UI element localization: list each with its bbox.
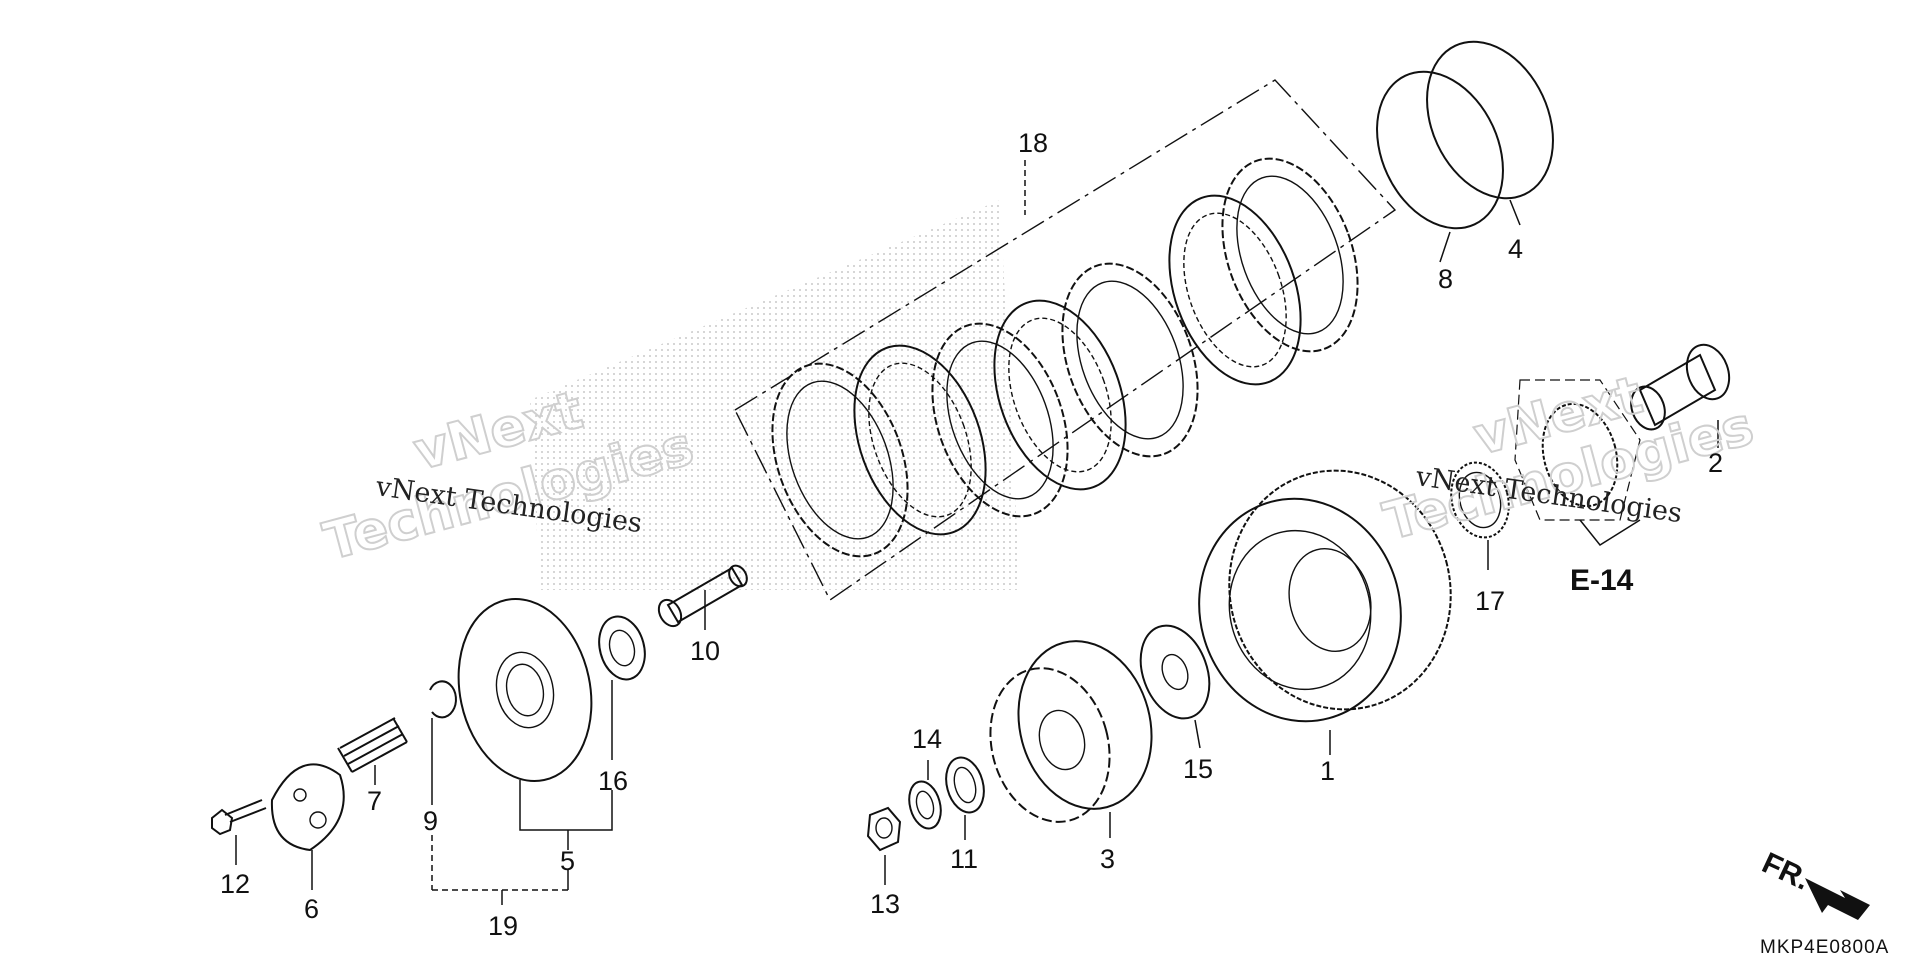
callout-9[interactable]: 9 (423, 806, 438, 836)
callout-6[interactable]: 6 (304, 894, 319, 924)
front-marker-label: FR. (1757, 846, 1815, 896)
callout-16[interactable]: 16 (598, 766, 628, 796)
callout-1[interactable]: 1 (1320, 756, 1335, 786)
callout-18[interactable]: 18 (1018, 128, 1048, 158)
lock-washer-11 (945, 756, 985, 814)
callout-13[interactable]: 13 (870, 889, 900, 919)
callout-10[interactable]: 10 (690, 636, 720, 666)
washer-14 (908, 780, 942, 830)
pressure-plate (457, 598, 593, 782)
callout-12[interactable]: 12 (220, 869, 250, 899)
drawing-code: MKP4E0800A (1760, 937, 1889, 958)
washer-14-inner (915, 790, 935, 820)
callout-5[interactable]: 5 (560, 846, 575, 876)
clutch-outer-gear (1198, 469, 1452, 723)
lifter-plate (270, 763, 345, 852)
thrust-washer (1139, 624, 1211, 720)
e14-reference-group (1514, 379, 1641, 546)
collar-part (1630, 343, 1731, 431)
plate-assembly-frame (734, 79, 1397, 602)
leader-lines (235, 160, 1719, 905)
bolt (211, 799, 267, 836)
callout-17[interactable]: 17 (1475, 586, 1505, 616)
callout-11[interactable]: 11 (950, 844, 978, 874)
callout-3[interactable]: 3 (1100, 844, 1115, 874)
lock-washer-11-inner (953, 766, 977, 804)
callout-15[interactable]: 15 (1183, 754, 1213, 784)
callout-2[interactable]: 2 (1708, 448, 1723, 478)
ring-8 (1376, 70, 1504, 230)
clutch-plates (771, 157, 1359, 558)
lifter-rod (657, 564, 748, 628)
clutch-spring (337, 717, 408, 773)
circlip (429, 680, 457, 719)
callout-14[interactable]: 14 (912, 724, 942, 754)
ball-bearing (598, 615, 646, 681)
front-arrow-icon: FR. (1757, 846, 1870, 920)
callout-4[interactable]: 4 (1508, 234, 1523, 264)
lock-nut (866, 806, 902, 852)
callout-8[interactable]: 8 (1438, 264, 1453, 294)
callout-19[interactable]: 19 (488, 911, 518, 941)
ring-4 (1426, 40, 1554, 200)
stipple-shadow (530, 200, 1020, 590)
callout-7[interactable]: 7 (367, 786, 382, 816)
section-ref-e14[interactable]: E-14 (1570, 564, 1634, 597)
clutch-center (989, 640, 1153, 823)
